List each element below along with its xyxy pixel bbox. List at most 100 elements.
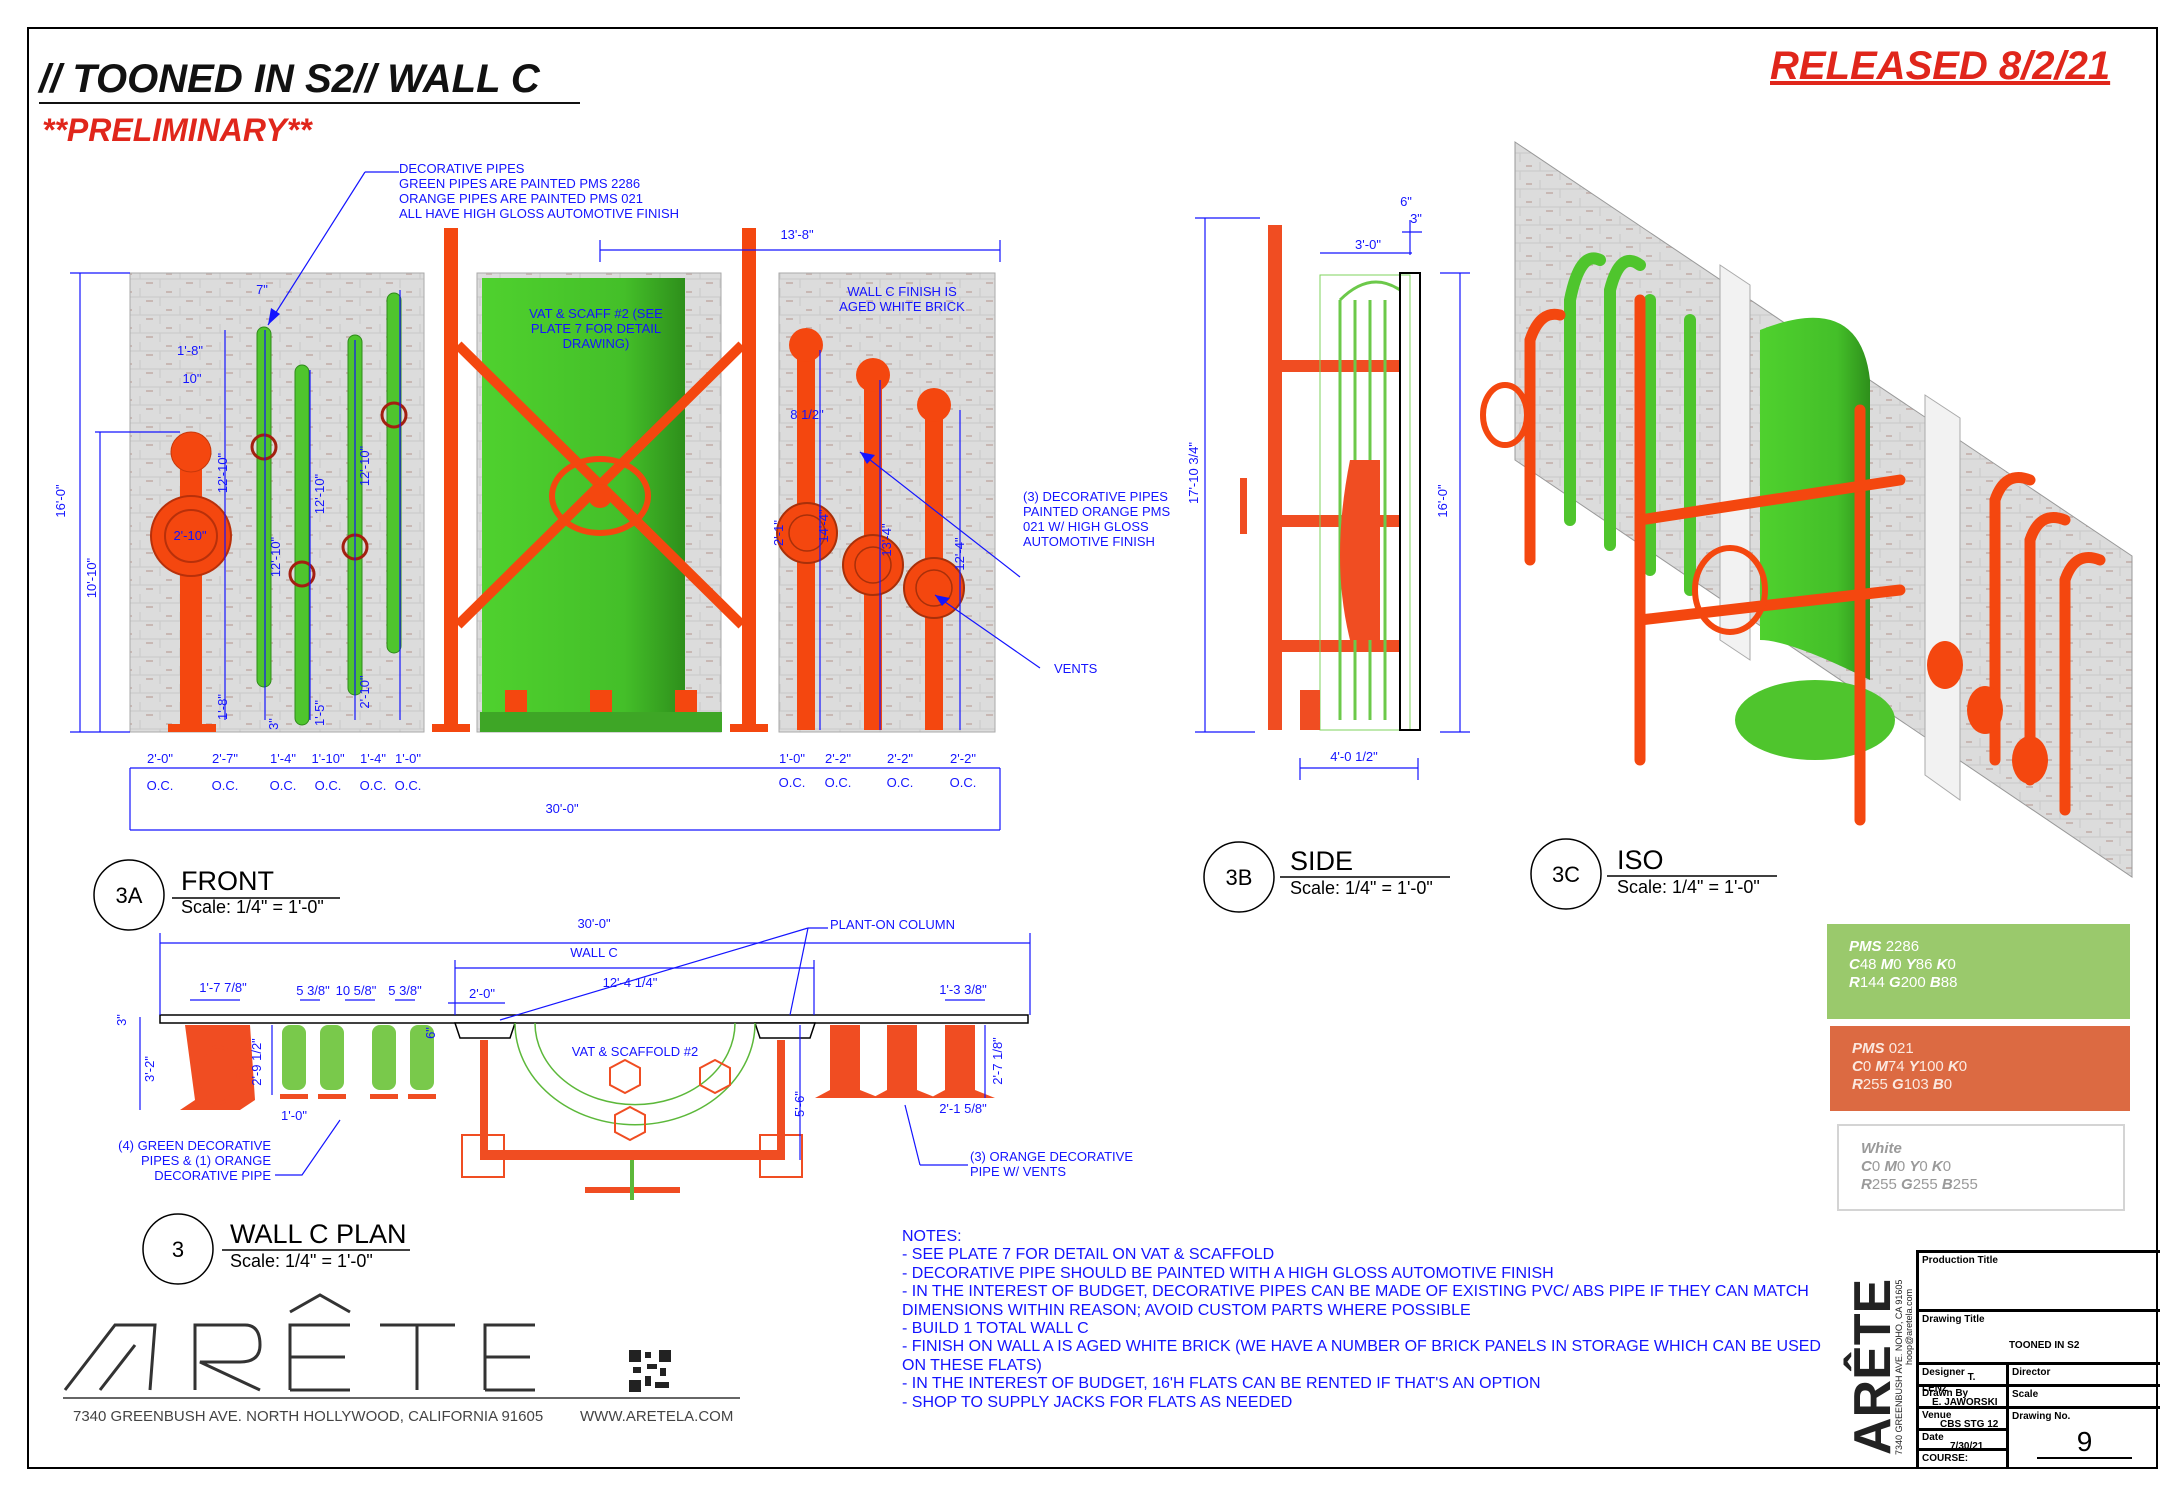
dim-label: 12'-10" xyxy=(312,473,327,514)
dim-label: 1'-0" xyxy=(281,1108,307,1123)
notes: NOTES: - SEE PLATE 7 FOR DETAIL ON VAT &… xyxy=(902,1228,1842,1412)
oc-label: O.C. xyxy=(887,775,914,790)
dim-label: 10 5/8" xyxy=(336,983,377,998)
dim-label: 4'-0 1/2" xyxy=(1330,749,1378,764)
iso-view xyxy=(1480,141,2133,878)
dim-label: 16'-0" xyxy=(53,484,68,518)
note-item: - BUILD 1 TOTAL WALL C xyxy=(902,1320,1089,1338)
drawing-title-cell: Drawing Title TOONED IN S2 xyxy=(1919,1312,2160,1365)
vat-note: VAT & SCAFF #2 (SEE xyxy=(529,306,663,321)
qr-code xyxy=(629,1350,671,1392)
side-elevation: 6" 3" 3'-0" 17'-10 3/4" 16'-0" 4'-0 1/2" xyxy=(1186,194,1470,780)
swatch-white: White C0 M0 Y0 K0 R255 G255 B255 xyxy=(1837,1124,2125,1211)
dim-label: 12'-4 1/4" xyxy=(603,975,658,990)
vat-note: PLATE 7 FOR DETAIL xyxy=(531,321,661,336)
plant-on-callout: PLANT-ON COLUMN xyxy=(830,917,955,932)
wall-label: WALL C xyxy=(570,945,617,960)
dim-label: 30'-0" xyxy=(545,801,579,816)
drawing-number-cell: Drawing No. 9 xyxy=(2009,1409,2160,1469)
orange-callout: (3) ORANGE DECORATIVE xyxy=(970,1149,1133,1164)
dim-label: 6" xyxy=(1400,194,1412,209)
pipes-callout: DECORATIVE PIPES xyxy=(399,161,525,176)
title-block: Production Title Drawing Title TOONED IN… xyxy=(1916,1250,2160,1469)
green-pipes xyxy=(256,292,402,726)
dim-label: 1'-3 3/8" xyxy=(939,982,987,997)
note-item: - SHOP TO SUPPLY JACKS FOR FLATS AS NEED… xyxy=(902,1393,1293,1411)
dim-label: 2'-9 1/2" xyxy=(249,1038,264,1086)
note-item: - SEE PLATE 7 FOR DETAIL ON VAT & SCAFFO… xyxy=(902,1246,1275,1264)
course-cell: COURSE: xyxy=(1919,1451,2009,1469)
scale-cell: Scale xyxy=(2009,1387,2160,1409)
page-title: // TOONED IN S2// WALL C xyxy=(39,56,580,104)
oc-label: O.C. xyxy=(395,778,422,793)
scaffold-column-left xyxy=(444,228,458,732)
scaffold-column-right xyxy=(742,228,756,732)
swatch-pms-2286: PMS 2286 C48 M0 Y86 K0 R144 G200 B88 xyxy=(1827,924,2130,1019)
preliminary-label: **PRELIMINARY** xyxy=(42,112,312,148)
dim-label: 16'-0" xyxy=(1435,484,1450,518)
dim-label: 12'-10" xyxy=(268,536,283,577)
vents-callout: VENTS xyxy=(1054,661,1098,676)
pipes-callout: GREEN PIPES ARE PAINTED PMS 2286 xyxy=(399,176,640,191)
oc-dim: 2'-2" xyxy=(950,751,976,766)
green-callout: (4) GREEN DECORATIVE xyxy=(118,1138,271,1153)
view-title: WALL C PLAN xyxy=(230,1219,407,1249)
oc-label: O.C. xyxy=(360,778,387,793)
dim-label: 1'-8" xyxy=(215,694,230,720)
dim-label: 12'-4" xyxy=(952,537,967,571)
dim-label: 5'-6" xyxy=(792,1091,807,1117)
oc-dim: 1'-0" xyxy=(779,751,805,766)
vat-note: DRAWING) xyxy=(563,336,630,351)
dim-label: 12'-10" xyxy=(215,452,230,493)
oc-label: O.C. xyxy=(315,778,342,793)
dim-label: 13'-8" xyxy=(780,227,814,242)
view-scale: Scale: 1/4" = 1'-0" xyxy=(1290,878,1433,898)
oc-dim: 1'-4" xyxy=(270,751,296,766)
dim-label: 6" xyxy=(423,1027,438,1039)
dim-label: 30'-0" xyxy=(577,916,611,931)
pipes-callout: ORANGE PIPES ARE PAINTED PMS 021 xyxy=(399,191,643,206)
dim-label: 10" xyxy=(182,371,201,386)
oc-dim: 2'-2" xyxy=(825,751,851,766)
dim-label: 3" xyxy=(1410,211,1422,226)
valve-wheel xyxy=(549,456,651,536)
finish-note: AGED WHITE BRICK xyxy=(839,299,965,314)
director-cell: Director xyxy=(2009,1365,2160,1387)
designer-cell: Designer T. LENZ xyxy=(1919,1365,2009,1394)
green-callout: PIPES & (1) ORANGE xyxy=(141,1153,271,1168)
dim-label: 3" xyxy=(114,1014,129,1026)
company-address: 7340 GREENBUSH AVE. NORTH HOLLYWOOD, CAL… xyxy=(73,1408,544,1425)
dim-label: 3'-0" xyxy=(1355,237,1381,252)
finish-note: WALL C FINISH IS xyxy=(847,284,957,299)
vat-label: VAT & SCAFFOLD #2 xyxy=(572,1044,698,1059)
view-number: 3A xyxy=(116,883,143,908)
vat-base xyxy=(480,712,722,732)
view-number: 3B xyxy=(1226,865,1253,890)
dim-label: 1'-5" xyxy=(312,700,327,726)
dim-label: 8 1/2" xyxy=(790,407,824,422)
dim-label: 2'-1" xyxy=(771,520,786,546)
view-scale: Scale: 1/4" = 1'-0" xyxy=(230,1251,373,1271)
view-scale: Scale: 1/4" = 1'-0" xyxy=(1617,877,1760,897)
sheet-border xyxy=(27,27,2158,1469)
dim-label: 5 3/8" xyxy=(296,983,330,998)
dim-label: 2'-10" xyxy=(357,675,372,709)
front-dimension-lines xyxy=(70,171,1041,831)
dim-label: 13'-4" xyxy=(879,523,894,557)
orange-pipes-callout: 021 W/ HIGH GLOSS xyxy=(1023,519,1149,534)
oc-label: O.C. xyxy=(825,775,852,790)
dim-label: 5 3/8" xyxy=(388,983,422,998)
oc-label: O.C. xyxy=(779,775,806,790)
dim-label: 3" xyxy=(266,718,281,730)
oc-dim: 2'-7" xyxy=(212,751,238,766)
oc-dim: 2'-2" xyxy=(887,751,913,766)
pipes-callout: ALL HAVE HIGH GLOSS AUTOMOTIVE FINISH xyxy=(399,206,679,221)
oc-label: O.C. xyxy=(950,775,977,790)
dim-label: 12'-10" xyxy=(357,445,372,486)
dim-label: 1'-7 7/8" xyxy=(199,980,247,995)
dim-label: 2'-1 5/8" xyxy=(939,1101,987,1116)
